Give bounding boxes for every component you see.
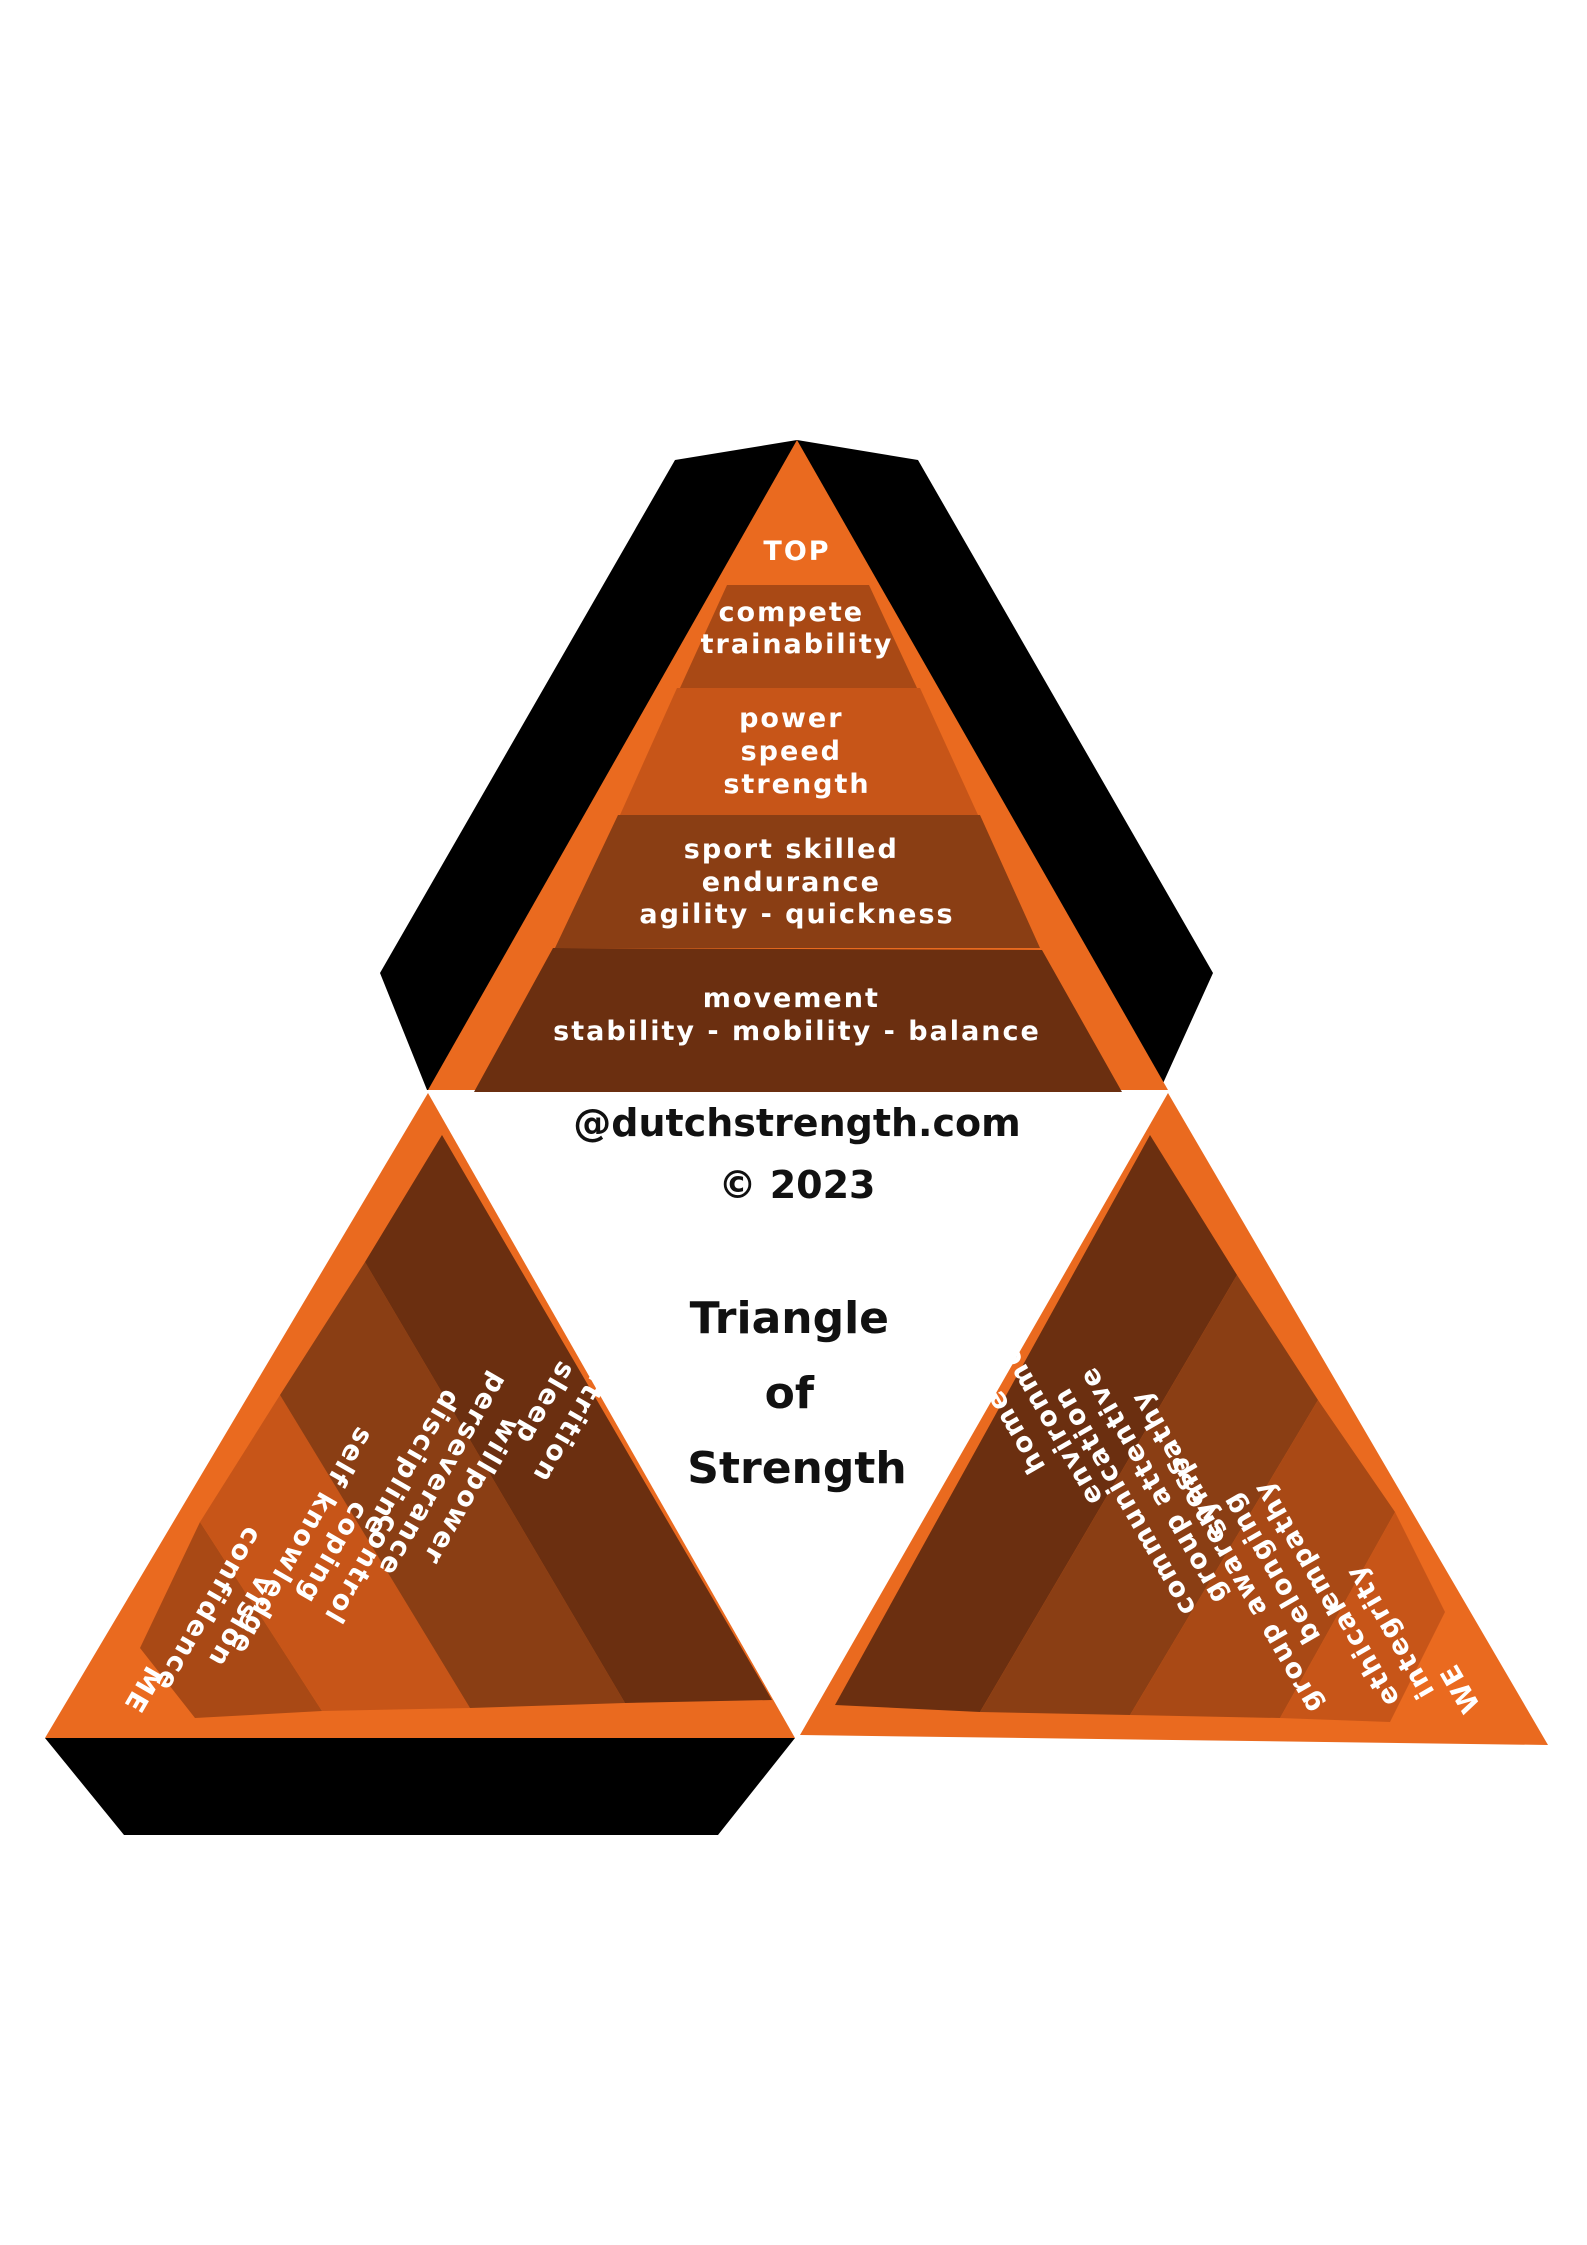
- me-band-4: [365, 1135, 772, 1703]
- we-band-4: [1280, 1512, 1445, 1722]
- top-level-3: sport skilled endurance agility - quickn…: [639, 834, 954, 930]
- center-block: @dutchstrength.com © 2023 Triangle of St…: [573, 1101, 1020, 1494]
- top-band-1: [680, 585, 917, 688]
- top-band-2: [620, 688, 978, 815]
- top-triangle: TOP compete trainability power speed str…: [428, 440, 1168, 1092]
- me-band-1: [140, 1522, 322, 1718]
- we-band-2: [980, 1275, 1318, 1715]
- we-band-3: [1130, 1400, 1395, 1718]
- me-band-3: [280, 1262, 625, 1708]
- top-band-4: [474, 948, 1122, 1092]
- top-level-1: compete trainability: [701, 597, 894, 660]
- top-label: TOP: [763, 536, 830, 567]
- top-level-2: power speed strength: [723, 703, 870, 800]
- me-band-2: [200, 1395, 470, 1711]
- me-triangle: ME vision confidence control coping self…: [45, 1093, 795, 1738]
- website-text: @dutchstrength.com: [573, 1101, 1020, 1145]
- copyright-text: © 2023: [719, 1163, 876, 1207]
- top-band-3: [555, 815, 1040, 948]
- we-band-1: [835, 1135, 1237, 1712]
- top-level-4: movement stability - mobility - balance: [553, 983, 1041, 1047]
- bottom-black-backing: [45, 1738, 795, 1835]
- diagram-title: Triangle of Strength: [687, 1293, 906, 1494]
- we-triangle: WE ethical integrity group awareness bel…: [800, 1093, 1548, 1745]
